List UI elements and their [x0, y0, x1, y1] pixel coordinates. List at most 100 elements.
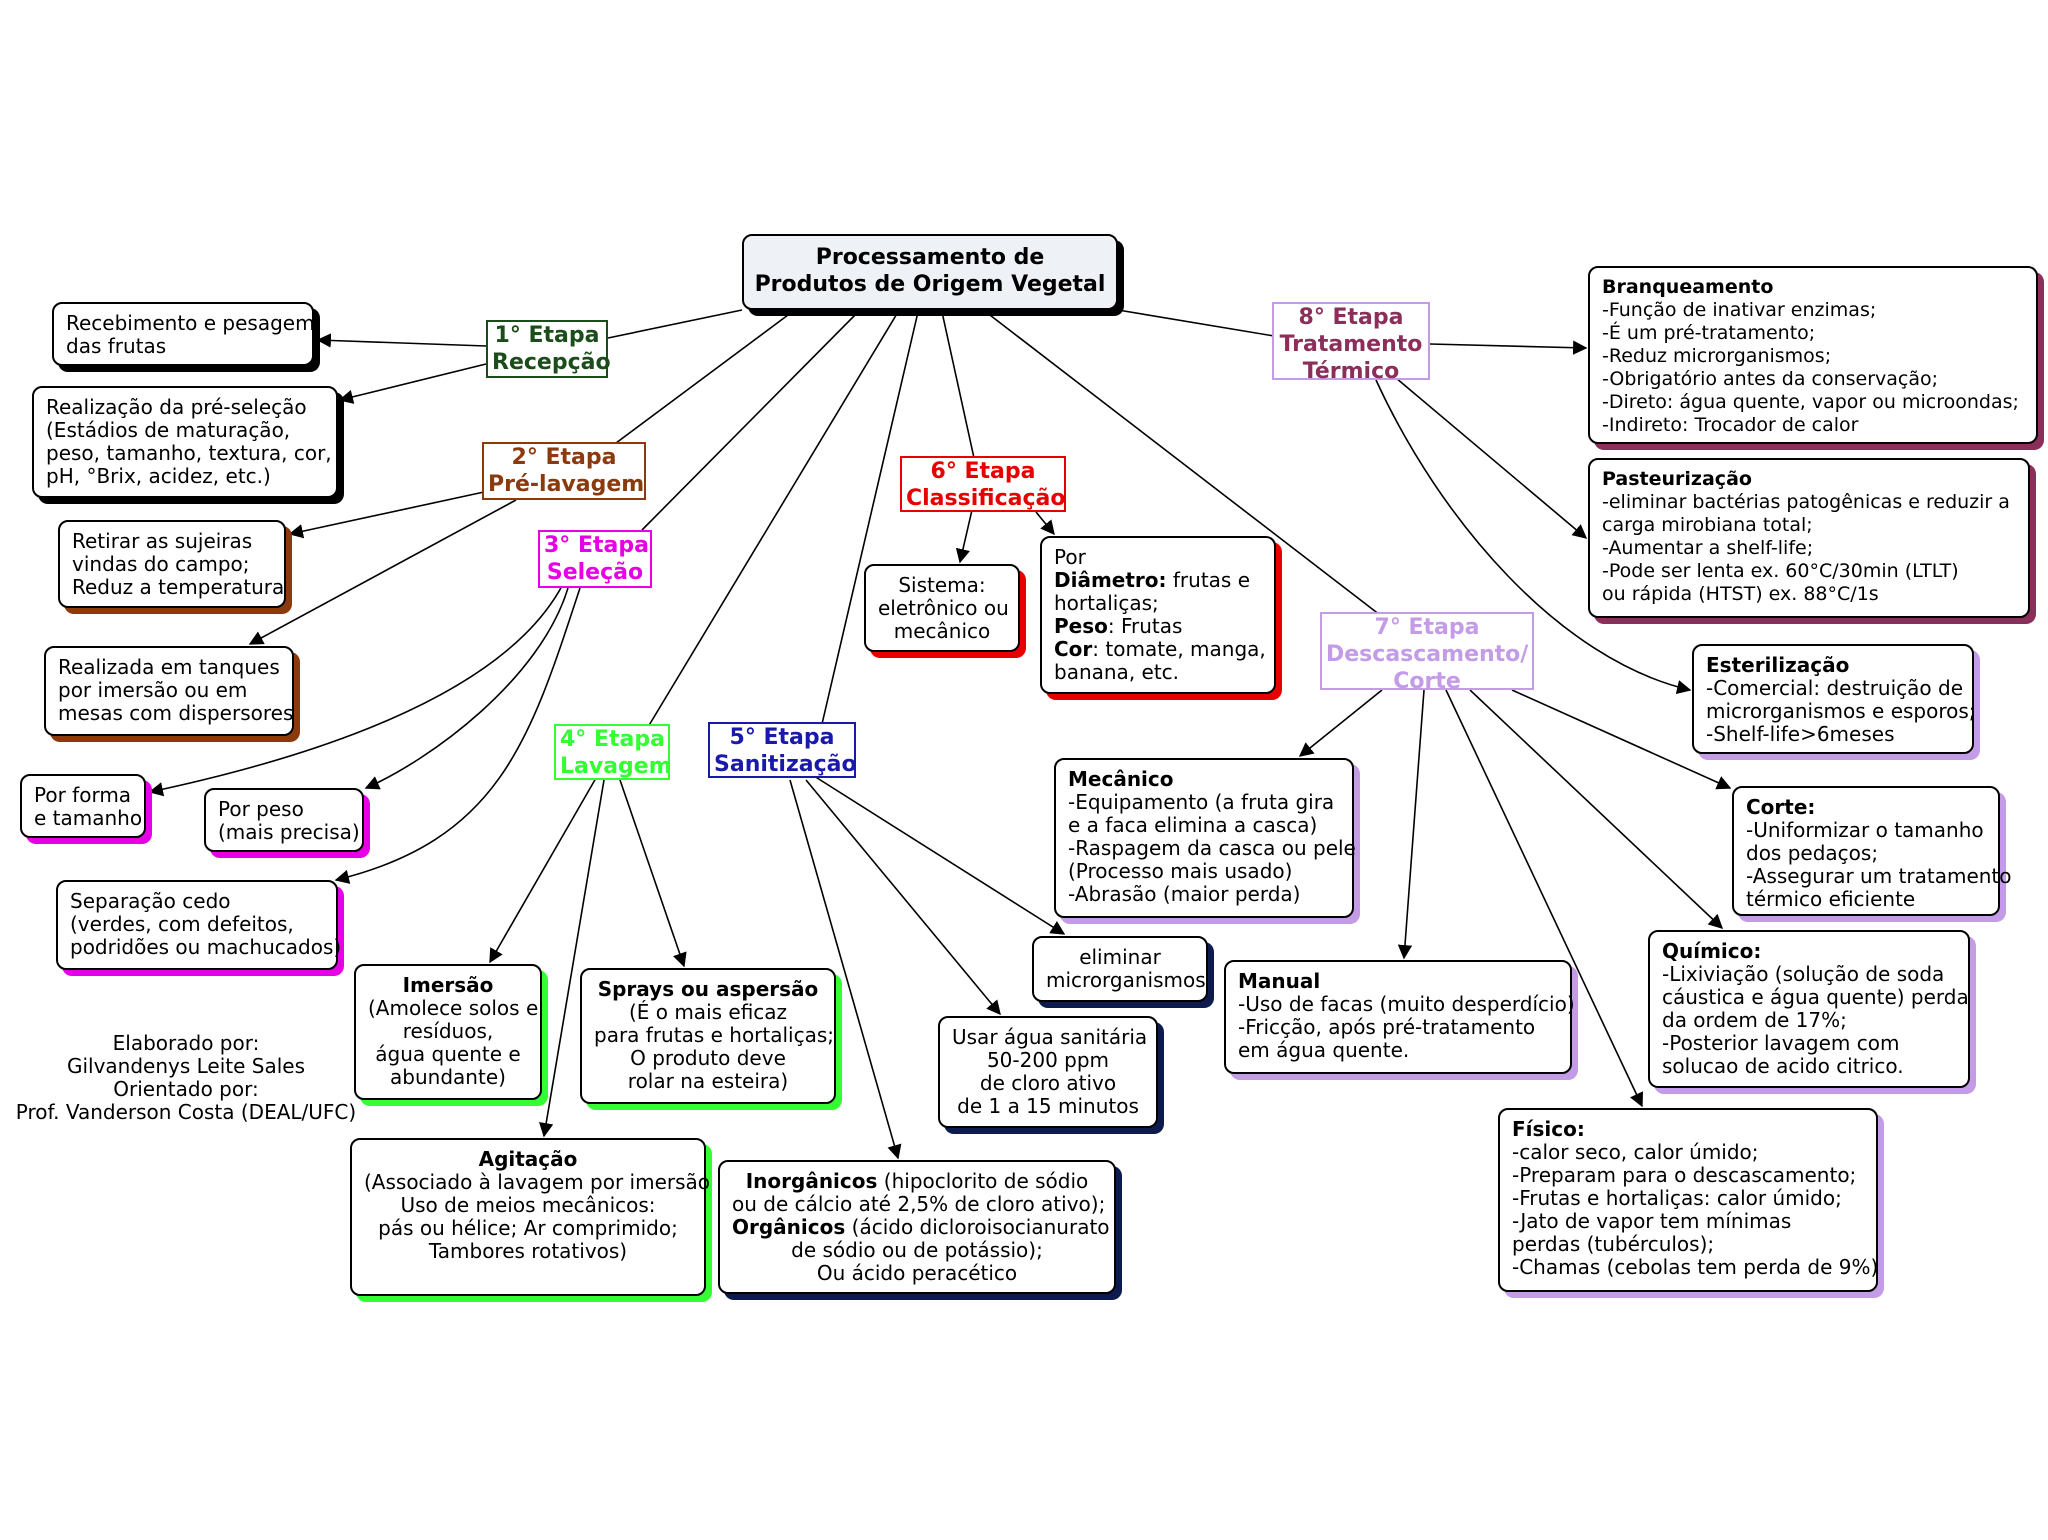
credit-text: Elaborado por: Gilvandenys Leite Sales O…	[14, 1032, 358, 1124]
recebimento-line-1: Recebimento e pesagem	[66, 311, 315, 335]
stage-sanitizacao-number: 5° Etapa	[729, 725, 835, 750]
tanques-line-1: Realizada em tanques	[58, 655, 280, 679]
link-s6-sistema	[955, 509, 973, 564]
sujeiras-line-3: Reduz a temperatura	[72, 575, 285, 599]
separacao-line-2: (verdes, com defeitos,	[70, 912, 294, 936]
node-sistema: Sistema: eletrônico ou mecânico	[864, 564, 1020, 652]
inorganicos-label: Inorgânicos	[745, 1169, 878, 1193]
organicos-line-4: de sódio ou de potássio);	[791, 1238, 1043, 1262]
branqueamento-line-2: -É um pré-tratamento;	[1602, 322, 1816, 344]
mecanico-line-2: e a faca elimina a casca)	[1068, 813, 1318, 837]
preselecao-line-2: (Estádios de maturação,	[46, 418, 291, 442]
forma-line-2: e tamanho	[34, 806, 143, 830]
node-pasteurizacao: Pasteurização -eliminar bactérias patogê…	[1588, 458, 2030, 618]
link-s7-fisico	[1445, 689, 1643, 1108]
link-s4-imersao	[489, 777, 597, 964]
root-line-1: Processamento de	[815, 245, 1045, 270]
sujeiras-line-2: vindas do campo;	[72, 552, 250, 576]
root-node: Processamento de Produtos de Origem Vege…	[742, 234, 1118, 310]
pasteurizacao-line-1: -eliminar bactérias patogênicas e reduzi…	[1602, 491, 2010, 513]
node-por-peso: Por peso (mais precisa)	[204, 788, 364, 852]
stage-selecao-label: Seleção	[546, 560, 644, 585]
inorganicos-line-1: Inorgânicos (hipoclorito de sódio	[732, 1170, 1102, 1193]
node-separacao: Separação cedo (verdes, com defeitos, po…	[56, 880, 341, 970]
branqueamento-title: Branqueamento	[1602, 276, 1774, 298]
branqueamento-line-3: -Reduz microrganismos;	[1602, 345, 1832, 367]
esterilizacao-line-2: microrganismos e esporos;	[1706, 699, 1976, 723]
node-agitacao: Agitação (Associado à lavagem por imersã…	[350, 1138, 710, 1296]
node-agua-sanitaria: Usar água sanitária 50-200 ppm de cloro …	[938, 1016, 1158, 1128]
node-sprays: Sprays ou aspersão (É o mais eficaz para…	[580, 968, 836, 1104]
link-s4-agitacao	[539, 779, 605, 1138]
stage-recepcao-label: Recepção	[492, 350, 611, 375]
stage-tratamento-termico: 8° Etapa Tratamento Térmico	[1272, 302, 1430, 384]
stage-prelavagem-number: 2° Etapa	[511, 445, 617, 470]
sistema-line-1: Sistema:	[898, 573, 986, 597]
link-s2-tanques	[248, 499, 517, 645]
stage-descascamento-label-2: Corte	[1393, 669, 1461, 694]
link-s3-peso	[364, 587, 569, 790]
sistema-line-3: mecânico	[893, 619, 991, 643]
node-imersao: Imersão (Amolece solos e resíduos, água …	[354, 964, 542, 1100]
node-tanques: Realizada em tanques por imersão ou em m…	[44, 646, 294, 736]
sujeiras-line-1: Retirar as sujeiras	[72, 529, 253, 553]
organicos-line-3: Orgânicos (ácido dicloroisocianurato	[732, 1215, 1110, 1239]
link-s8-pasteurizacao	[1395, 377, 1588, 539]
cor-text: : tomate, manga,	[1092, 637, 1266, 661]
stage-sanitizacao-label: Sanitização	[714, 752, 857, 777]
pasteurizacao-title: Pasteurização	[1602, 468, 1752, 490]
link-s1-recebimento	[316, 333, 487, 348]
stage-recepcao: 1° Etapa Recepção	[486, 320, 611, 378]
corte-line-3: -Assegurar um tratamento	[1746, 864, 2012, 888]
diametro-line-1: Por	[1054, 545, 1086, 569]
stage-lavagem: 4° Etapa Lavagem	[554, 724, 672, 780]
quimico-title: Químico:	[1662, 939, 1762, 963]
imersao-line-3: água quente e	[375, 1042, 521, 1066]
stage-sanitizacao: 5° Etapa Sanitização	[708, 722, 857, 778]
stage-recepcao-number: 1° Etapa	[494, 323, 600, 348]
pasteurizacao-line-5: ou rápida (HTST) ex. 88°C/1s	[1602, 583, 1879, 605]
imersao-line-4: abundante)	[390, 1065, 506, 1089]
quimico-line-4: -Posterior lavagem com	[1662, 1031, 1900, 1055]
stage-descascamento-number: 7° Etapa	[1374, 615, 1480, 640]
link-root-s4	[647, 311, 899, 728]
sistema-line-2: eletrônico ou	[878, 596, 1009, 620]
link-s7-corte	[1511, 689, 1732, 790]
node-inorganicos-organicos: Inorgânicos (hipoclorito de sódio ou de …	[718, 1160, 1116, 1294]
link-root-s2	[611, 311, 793, 447]
link-root-s8	[1117, 309, 1275, 337]
stage-tratamento-label-1: Tratamento	[1279, 332, 1423, 357]
peso-line-2: (mais precisa)	[218, 820, 360, 844]
node-preselecao: Realização da pré-seleção (Estádios de m…	[32, 386, 338, 498]
node-diametro-peso-cor: Por Diâmetro: frutas e hortaliças; Peso:…	[1040, 536, 1276, 694]
corte-title: Corte:	[1746, 795, 1816, 819]
link-s8-esterilizacao	[1375, 379, 1692, 695]
node-branqueamento: Branqueamento -Função de inativar enzima…	[1588, 266, 2038, 444]
agua-line-1: Usar água sanitária	[952, 1025, 1148, 1049]
credit-line-2: Gilvandenys Leite Sales	[66, 1054, 306, 1078]
credit-line-4: Prof. Vanderson Costa (DEAL/UFC)	[15, 1100, 357, 1124]
stage-descascamento: 7° Etapa Descascamento/ Corte	[1320, 612, 1534, 694]
eliminar-line-1: eliminar	[1079, 945, 1161, 969]
link-root-s1	[607, 309, 743, 339]
organicos-label: Orgânicos	[732, 1215, 846, 1239]
credit-line-3: Orientado por:	[113, 1077, 259, 1101]
node-por-forma: Por forma e tamanho	[20, 774, 146, 838]
sprays-line-4: rolar na esteira)	[627, 1069, 789, 1093]
imersao-line-1: (Amolece solos e	[368, 996, 539, 1020]
manual-title: Manual	[1238, 969, 1321, 993]
corte-line-1: -Uniformizar o tamanho	[1746, 818, 1984, 842]
link-s7-quimico	[1469, 689, 1724, 929]
node-eliminar-microrganismos: eliminar microrganismos	[1032, 936, 1208, 1002]
link-root-s6	[941, 311, 975, 459]
preselecao-line-3: peso, tamanho, textura, cor,	[46, 441, 332, 465]
quimico-line-3: da ordem de 17%;	[1662, 1008, 1847, 1032]
esterilizacao-title: Esterilização	[1706, 653, 1850, 677]
peso-text: : Frutas	[1107, 614, 1183, 638]
node-mecanico: Mecânico -Equipamento (a fruta gira e a …	[1054, 758, 1356, 918]
stage-lavagem-label: Lavagem	[560, 754, 672, 779]
diametro-line-4: Peso: Frutas	[1054, 615, 1262, 638]
link-s5-agua	[805, 779, 1001, 1016]
node-retirar-sujeiras: Retirar as sujeiras vindas do campo; Red…	[58, 520, 286, 608]
